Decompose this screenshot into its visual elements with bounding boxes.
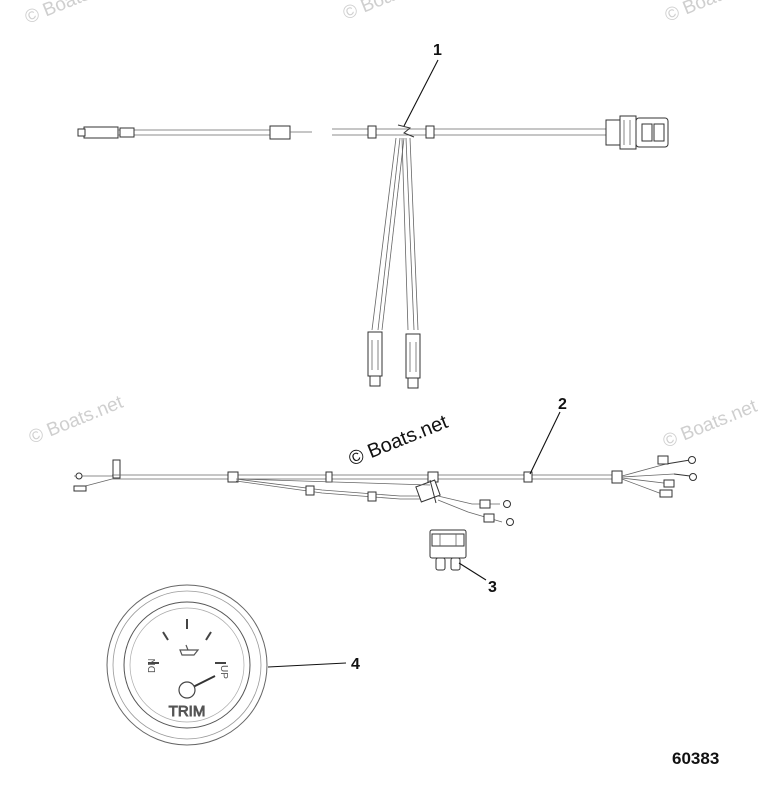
left-connector-tip (77, 128, 86, 137)
splice-sleeve-b (425, 125, 435, 139)
callout-1: 1 (403, 42, 442, 127)
watermark-main: © Boats.net (346, 411, 452, 471)
callout-1-label: 1 (433, 42, 442, 59)
fuse-holder (415, 479, 514, 526)
watermark-top-right: © Boats.net (662, 0, 763, 27)
branch-wires (371, 137, 419, 331)
callout-2-label: 2 (558, 396, 567, 413)
gauge-up-mark: UP (218, 665, 229, 679)
callout-4-label: 4 (351, 656, 360, 673)
left-sleeve (119, 127, 135, 138)
left-connector (83, 126, 119, 139)
gauge-ticks (148, 619, 226, 664)
gauge-label: TRIM (169, 703, 206, 720)
branch-terminal-right (405, 333, 421, 389)
watermark-group: © Boats.net © Boats.net © Boats.net © Bo… (22, 0, 763, 453)
watermark-mid-left: © Boats.net (26, 392, 127, 449)
watermark-mid-right: © Boats.net (660, 396, 761, 453)
left-end-plug (269, 125, 291, 140)
gauge-down-mark: DN (147, 659, 158, 673)
harness-part-1 (77, 115, 669, 389)
callout-4: 4 (267, 656, 360, 673)
watermark-top-left: © Boats.net (22, 0, 123, 29)
fuse-part-3 (429, 529, 467, 571)
main-connector (605, 115, 669, 150)
splice-sleeve-a (367, 125, 377, 139)
callout-3: 3 (458, 562, 497, 596)
harness-part-2 (73, 455, 697, 526)
callout-3-label: 3 (488, 579, 497, 596)
callout-2: 2 (529, 396, 567, 475)
branch-terminal-left (367, 331, 383, 387)
boat-icon (179, 644, 200, 656)
watermark-top-center: © Boats.net (340, 0, 441, 25)
figure-number: 60383 (672, 749, 719, 768)
left-clip (112, 459, 121, 479)
trim-gauge: DN UP TRIM (106, 584, 268, 746)
